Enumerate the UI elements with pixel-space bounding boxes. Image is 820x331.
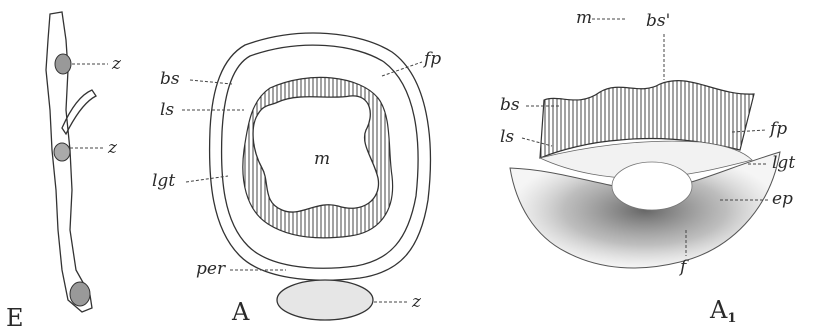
- label-a-bs: bs: [160, 69, 180, 89]
- label-e-z-lower: z: [107, 138, 118, 158]
- label-a-per: per: [196, 259, 226, 279]
- figure-e: z z E: [6, 12, 122, 331]
- label-e-z-upper: z: [111, 54, 122, 74]
- caption-a1: A1: [709, 296, 736, 326]
- appendage-z: [277, 280, 373, 320]
- label-a-fp: fp: [422, 49, 441, 69]
- label-a1-lgt: lgt: [772, 153, 795, 173]
- figure-a1: m bs' bs ls fp lgt ep f A1: [500, 8, 795, 326]
- label-a1-m: m: [576, 8, 592, 28]
- central-cavity: [612, 162, 692, 210]
- caption-a: A: [231, 298, 250, 326]
- twig-tip: [70, 282, 90, 306]
- label-a-ls: ls: [160, 100, 174, 120]
- leader-a-bs: [190, 80, 232, 84]
- caption-e: E: [6, 304, 24, 331]
- label-a-m: m: [314, 149, 330, 169]
- label-a1-bs: bs: [500, 95, 520, 115]
- figure-a: m bs ls lgt fp per z A: [152, 33, 441, 326]
- label-a1-fp: fp: [768, 119, 787, 139]
- leader-a-fp: [382, 62, 422, 76]
- leader-a-lgt: [186, 176, 228, 182]
- twig-node-upper: [55, 54, 71, 74]
- label-a1-ep: ep: [772, 189, 793, 209]
- label-a1-bs-prime: bs': [646, 11, 670, 31]
- label-a-lgt: lgt: [152, 171, 175, 191]
- label-a1-ls: ls: [500, 127, 514, 147]
- label-a-z: z: [411, 292, 422, 312]
- twig-node-lower: [54, 143, 70, 161]
